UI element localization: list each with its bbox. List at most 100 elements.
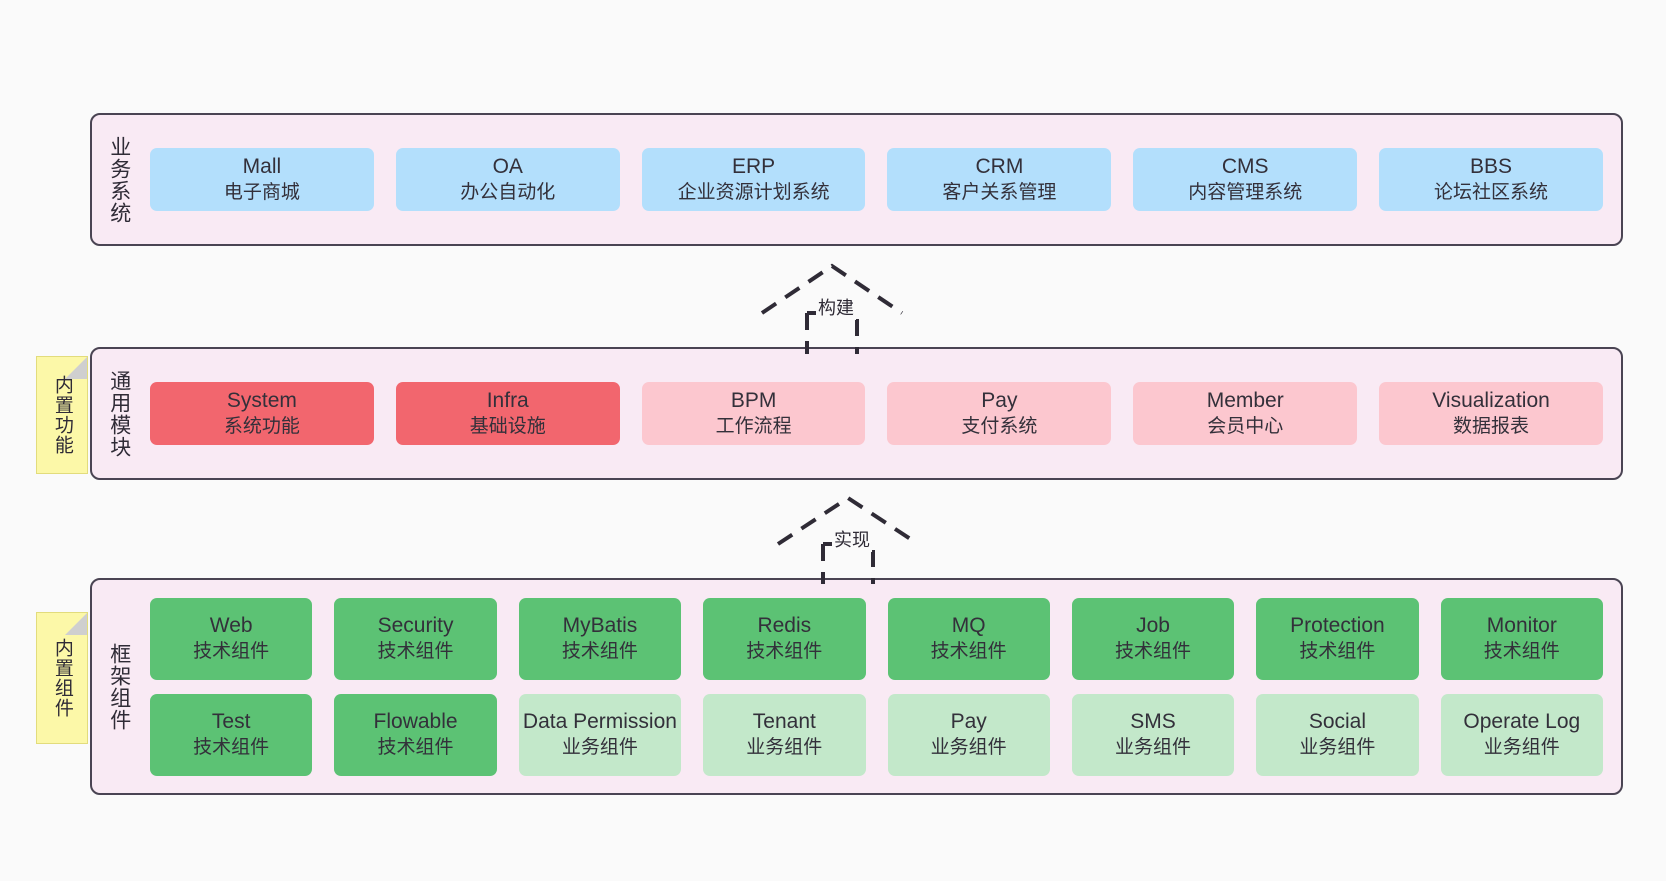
layer-business-systems: 业务系统 Mall 电子商城 OA 办公自动化 ERP 企业资源计划系统 CRM… bbox=[90, 113, 1623, 246]
card-subtitle: 工作流程 bbox=[715, 415, 792, 437]
card-row: Test 技术组件 Flowable 技术组件 Data Permission … bbox=[150, 693, 1603, 776]
card-protection[interactable]: Protection 技术组件 bbox=[1256, 597, 1419, 680]
layer-body-framework-components: Web 技术组件 Security 技术组件 MyBatis 技术组件 Redi… bbox=[146, 580, 1621, 793]
card-sms[interactable]: SMS 业务组件 bbox=[1071, 693, 1235, 776]
card-visualization[interactable]: Visualization 数据报表 bbox=[1379, 381, 1603, 446]
sticky-note-label: 内置功能 bbox=[51, 375, 73, 455]
card-member[interactable]: Member 会员中心 bbox=[1133, 381, 1358, 446]
generalization-arrow-build: 构建 bbox=[752, 258, 912, 354]
card-row: Mall 电子商城 OA 办公自动化 ERP 企业资源计划系统 CRM 客户关系… bbox=[150, 147, 1603, 212]
card-title: Test bbox=[211, 709, 251, 733]
arrow-label-implement: 实现 bbox=[832, 526, 872, 552]
card-title: ERP bbox=[731, 154, 776, 178]
card-oa[interactable]: OA 办公自动化 bbox=[395, 147, 620, 212]
card-test[interactable]: Test 技术组件 bbox=[150, 693, 313, 776]
layer-framework-components: 框架组件 Web 技术组件 Security 技术组件 MyBatis 技术组件… bbox=[90, 578, 1623, 795]
card-title: Monitor bbox=[1486, 613, 1557, 637]
sticky-note-label: 内置组件 bbox=[51, 638, 73, 718]
card-subtitle: 业务组件 bbox=[746, 736, 823, 758]
card-security[interactable]: Security 技术组件 bbox=[334, 597, 497, 680]
card-title: BPM bbox=[730, 388, 777, 412]
card-subtitle: 基础设施 bbox=[469, 415, 546, 437]
card-flowable[interactable]: Flowable 技术组件 bbox=[334, 693, 497, 776]
arrow-head-outline bbox=[760, 263, 904, 315]
card-subtitle: 技术组件 bbox=[377, 640, 454, 662]
layer-title-common-modules: 通用模块 bbox=[107, 369, 131, 458]
card-bpm[interactable]: BPM 工作流程 bbox=[641, 381, 866, 446]
card-title: Protection bbox=[1290, 613, 1385, 637]
card-title: CMS bbox=[1221, 154, 1269, 178]
card-subtitle: 企业资源计划系统 bbox=[677, 181, 830, 203]
arrow-label-build: 构建 bbox=[816, 294, 856, 320]
layer-title-business-systems: 业务系统 bbox=[107, 135, 131, 224]
card-title: SMS bbox=[1130, 709, 1176, 733]
card-subtitle: 技术组件 bbox=[193, 736, 270, 758]
card-subtitle: 内容管理系统 bbox=[1188, 181, 1303, 203]
card-subtitle: 业务组件 bbox=[1115, 736, 1192, 758]
card-title: Web bbox=[209, 613, 253, 637]
sticky-note-builtin-functions: 内置功能 bbox=[36, 356, 88, 474]
card-subtitle: 技术组件 bbox=[746, 640, 823, 662]
sticky-note-builtin-components: 内置组件 bbox=[36, 612, 88, 744]
card-subtitle: 系统功能 bbox=[223, 415, 300, 437]
card-bbs[interactable]: BBS 论坛社区系统 bbox=[1379, 147, 1603, 212]
card-infra[interactable]: Infra 基础设施 bbox=[395, 381, 620, 446]
card-subtitle: 技术组件 bbox=[1483, 640, 1560, 662]
card-system[interactable]: System 系统功能 bbox=[150, 381, 374, 446]
layer-title-framework-components: 框架组件 bbox=[107, 642, 131, 731]
card-subtitle: 会员中心 bbox=[1207, 415, 1284, 437]
card-job[interactable]: Job 技术组件 bbox=[1071, 597, 1235, 680]
card-title: Data Permission bbox=[522, 709, 677, 733]
card-data-permission[interactable]: Data Permission 业务组件 bbox=[518, 693, 682, 776]
card-subtitle: 技术组件 bbox=[1115, 640, 1192, 662]
generalization-arrow-implement: 实现 bbox=[768, 492, 928, 584]
card-subtitle: 技术组件 bbox=[377, 736, 454, 758]
card-subtitle: 支付系统 bbox=[961, 415, 1038, 437]
card-pay-component[interactable]: Pay 业务组件 bbox=[887, 693, 1050, 776]
card-mybatis[interactable]: MyBatis 技术组件 bbox=[518, 597, 682, 680]
card-row: Web 技术组件 Security 技术组件 MyBatis 技术组件 Redi… bbox=[150, 597, 1603, 680]
card-tenant[interactable]: Tenant 业务组件 bbox=[703, 693, 866, 776]
card-redis[interactable]: Redis 技术组件 bbox=[703, 597, 866, 680]
card-subtitle: 技术组件 bbox=[193, 640, 270, 662]
layer-common-modules: 通用模块 System 系统功能 Infra 基础设施 BPM 工作流程 Pay… bbox=[90, 347, 1623, 480]
card-title: Operate Log bbox=[1463, 709, 1581, 733]
card-title: Mall bbox=[242, 154, 282, 178]
card-subtitle: 业务组件 bbox=[1483, 736, 1560, 758]
card-mall[interactable]: Mall 电子商城 bbox=[150, 147, 374, 212]
layer-body-common-modules: System 系统功能 Infra 基础设施 BPM 工作流程 Pay 支付系统… bbox=[146, 349, 1621, 478]
card-monitor[interactable]: Monitor 技术组件 bbox=[1440, 597, 1603, 680]
card-erp[interactable]: ERP 企业资源计划系统 bbox=[641, 147, 866, 212]
card-title: Infra bbox=[486, 388, 529, 412]
card-mq[interactable]: MQ 技术组件 bbox=[887, 597, 1050, 680]
card-title: Social bbox=[1308, 709, 1367, 733]
card-title: Security bbox=[377, 613, 454, 637]
card-title: MyBatis bbox=[562, 613, 638, 637]
card-social[interactable]: Social 业务组件 bbox=[1256, 693, 1419, 776]
card-title: Member bbox=[1206, 388, 1284, 412]
card-title: OA bbox=[492, 154, 523, 178]
card-cms[interactable]: CMS 内容管理系统 bbox=[1133, 147, 1358, 212]
card-title: Pay bbox=[981, 388, 1018, 412]
card-title: Job bbox=[1136, 613, 1170, 637]
card-pay-module[interactable]: Pay 支付系统 bbox=[887, 381, 1112, 446]
card-operate-log[interactable]: Operate Log 业务组件 bbox=[1440, 693, 1603, 776]
card-subtitle: 电子商城 bbox=[223, 181, 300, 203]
card-title: Tenant bbox=[752, 709, 816, 733]
layer-body-business-systems: Mall 电子商城 OA 办公自动化 ERP 企业资源计划系统 CRM 客户关系… bbox=[146, 115, 1621, 244]
card-row: System 系统功能 Infra 基础设施 BPM 工作流程 Pay 支付系统… bbox=[150, 381, 1603, 446]
card-title: Redis bbox=[757, 613, 812, 637]
card-subtitle: 客户关系管理 bbox=[942, 181, 1057, 203]
card-title: System bbox=[226, 388, 297, 412]
card-title: Flowable bbox=[373, 709, 458, 733]
card-subtitle: 业务组件 bbox=[561, 736, 638, 758]
card-subtitle: 业务组件 bbox=[1299, 736, 1376, 758]
card-crm[interactable]: CRM 客户关系管理 bbox=[887, 147, 1112, 212]
card-subtitle: 技术组件 bbox=[930, 640, 1007, 662]
card-title: CRM bbox=[975, 154, 1024, 178]
card-subtitle: 论坛社区系统 bbox=[1434, 181, 1549, 203]
card-title: Pay bbox=[950, 709, 987, 733]
card-web[interactable]: Web 技术组件 bbox=[150, 597, 313, 680]
card-subtitle: 技术组件 bbox=[561, 640, 638, 662]
card-subtitle: 业务组件 bbox=[930, 736, 1007, 758]
